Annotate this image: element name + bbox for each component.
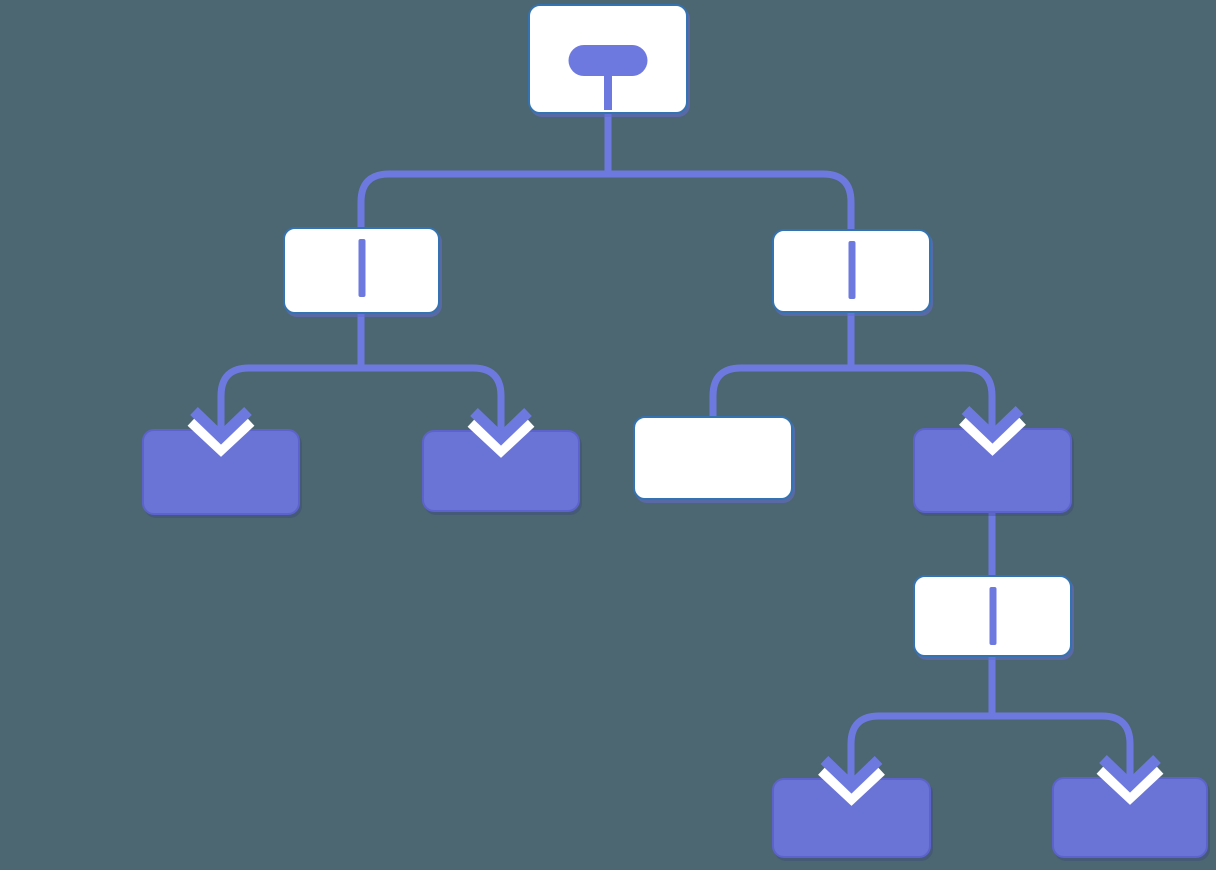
node-mid-purple[interactable]	[913, 428, 1072, 513]
node-branch-left[interactable]	[283, 227, 440, 314]
node-leaf-bottom-left[interactable]	[772, 778, 931, 858]
edge-level1-bar	[357, 170, 855, 229]
vertical-pipe-icon	[358, 239, 365, 297]
node-branch-right[interactable]	[772, 229, 931, 313]
node-leaf-bottom-right[interactable]	[1052, 777, 1208, 858]
node-leaf-far-left[interactable]	[142, 429, 300, 515]
root-glyph-stem	[604, 64, 612, 110]
edge-lower-bar	[847, 712, 1134, 779]
vertical-pipe-icon	[989, 587, 996, 645]
node-plain-white[interactable]	[633, 416, 793, 500]
edge-left-bar	[217, 364, 505, 431]
node-root[interactable]	[528, 4, 688, 114]
node-branch-lower[interactable]	[913, 575, 1072, 657]
root-glyph-pill-icon	[568, 45, 648, 76]
vertical-pipe-icon	[848, 241, 855, 299]
node-leaf-mid-left[interactable]	[422, 430, 580, 512]
